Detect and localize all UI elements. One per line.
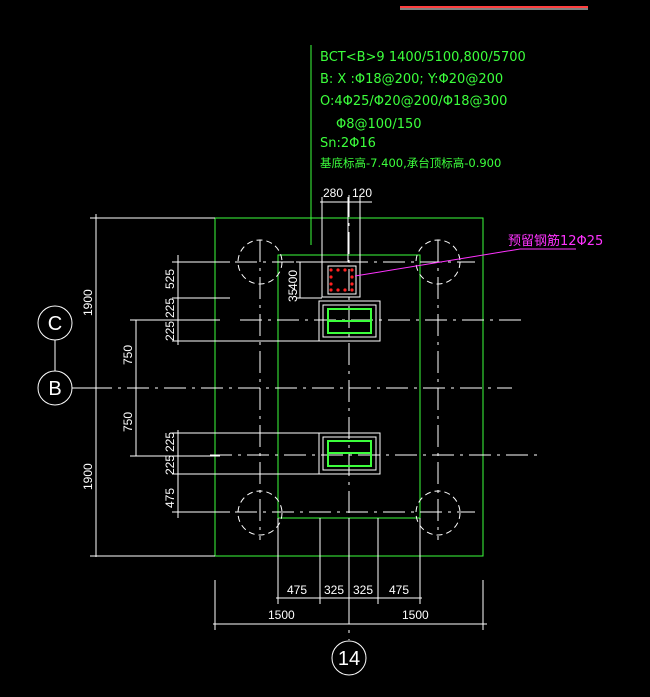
piles — [237, 239, 461, 536]
axis-label-b: B — [48, 378, 61, 400]
dim-bot-1500-l: 1500 — [268, 608, 295, 622]
annotation-line-2: B: X :Φ18@200; Y:Φ20@200 — [320, 72, 503, 87]
column-dimensions — [296, 261, 322, 299]
annotation-line-3: O:4Φ25/Φ20@200/Φ18@300 — [320, 94, 507, 109]
annotation-line-1: BCT<B>9 1400/5100,800/5700 — [320, 50, 526, 65]
pile-bottom-right — [415, 490, 461, 536]
dim-left-750-bot: 750 — [121, 412, 135, 432]
dim-bot-1500-r: 1500 — [402, 608, 429, 622]
dim-top-120: 120 — [352, 186, 372, 200]
left-outer-dimensions — [90, 214, 220, 557]
dim-bot-475-r: 475 — [389, 583, 409, 597]
dim-bot-475-l: 475 — [287, 583, 307, 597]
callout-text: 预留钢筋12Φ25 — [508, 233, 603, 249]
dim-bot-325-r: 325 — [353, 583, 373, 597]
dim-left-750-top: 750 — [121, 345, 135, 365]
plate-lower — [318, 432, 381, 475]
dim-col-400: 400 — [286, 270, 300, 290]
axis-label-c: C — [48, 313, 62, 335]
left-inner-dimensions — [172, 255, 320, 518]
axis-bubble-14: 14 — [331, 640, 367, 676]
dim-l2-475: 475 — [163, 488, 177, 508]
dim-left-1900-bot: 1900 — [81, 463, 95, 490]
annotation-line-4: Φ8@100/150 — [336, 117, 422, 132]
dim-l2-225-d: 225 — [163, 455, 177, 475]
dim-l2-225-c: 225 — [163, 432, 177, 452]
dim-l2-525: 525 — [163, 269, 177, 289]
center-lines — [90, 195, 540, 640]
column-inner — [327, 265, 357, 295]
plate-upper — [318, 300, 381, 342]
axis-label-14: 14 — [338, 648, 360, 670]
dim-bot-325-l: 325 — [324, 583, 344, 597]
column-outer — [321, 261, 361, 298]
cap-annotation: BCT<B>9 1400/5100,800/5700 B: X :Φ18@200… — [320, 50, 526, 170]
dim-col-35: 35 — [286, 288, 300, 302]
annotation-line-6: 基底标高-7.400,承台顶标高-0.900 — [320, 156, 501, 170]
pile-top-right — [415, 239, 461, 285]
pile-top-left — [237, 239, 283, 285]
axis-bubble-c: C — [37, 305, 73, 341]
dim-l2-225-a: 225 — [163, 298, 177, 318]
dim-left-1900-top: 1900 — [81, 289, 95, 316]
top-dimensions — [320, 197, 372, 262]
pile-bottom-left — [237, 490, 283, 536]
column-rebar — [329, 268, 354, 292]
bottom-dimensions — [213, 518, 487, 630]
axis-bubble-b: B — [37, 370, 73, 406]
annotation-line-5: Sn:2Φ16 — [320, 136, 376, 151]
callout-leader — [354, 248, 576, 277]
dim-l2-225-b: 225 — [163, 321, 177, 341]
dim-top-280: 280 — [323, 186, 343, 200]
